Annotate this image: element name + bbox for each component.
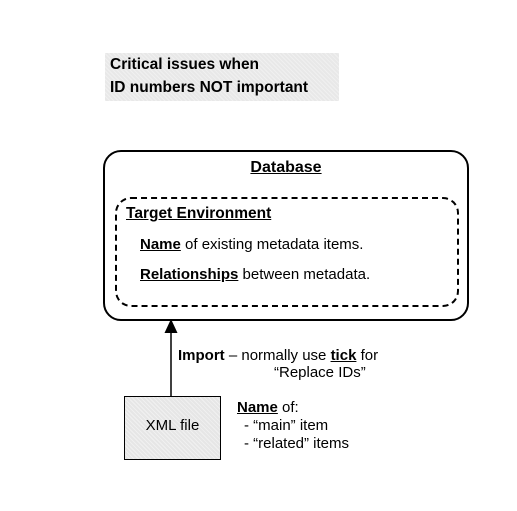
target-item-name: Name of existing metadata items. — [140, 236, 363, 253]
target-environment-box: Target Environment Name of existing meta… — [115, 197, 459, 307]
tick-keyword: tick — [330, 347, 357, 364]
import-keyword: Import — [178, 347, 225, 364]
title-line-1: Critical issues when — [110, 56, 260, 73]
title-line-2: ID numbers NOT important — [110, 79, 309, 96]
database-title: Database — [250, 159, 322, 176]
target-item-relationships: Relationships between metadata. — [140, 266, 370, 283]
target-item-keyword: Relationships — [140, 266, 239, 283]
import-note-line-1: Import – normally use tick for — [178, 347, 378, 364]
import-middle-text: – normally use — [224, 347, 331, 364]
target-item-keyword: Name — [140, 236, 181, 253]
database-box: Database Target Environment Name of exis… — [103, 150, 469, 321]
import-arrow-head — [164, 319, 178, 333]
import-after-text: for — [356, 347, 379, 364]
title-box: Critical issues when ID numbers NOT impo… — [105, 53, 339, 101]
name-note-item-main: - “main” item — [244, 417, 329, 434]
name-note-keyword: Name — [237, 399, 278, 416]
target-item-text: between metadata. — [238, 266, 371, 283]
name-note: Name of: - “main” item - “related” items — [237, 399, 349, 453]
name-note-heading: Name of: — [237, 399, 349, 417]
import-note-line-2: “Replace IDs” — [274, 364, 366, 381]
name-note-item-related: - “related” items — [244, 435, 350, 452]
target-item-text: of existing metadata items. — [180, 236, 364, 253]
name-note-after: of: — [277, 399, 299, 416]
target-environment-title: Target Environment — [126, 205, 272, 222]
xml-file-box: XML file — [124, 396, 221, 460]
xml-file-label: XML file — [145, 417, 200, 434]
